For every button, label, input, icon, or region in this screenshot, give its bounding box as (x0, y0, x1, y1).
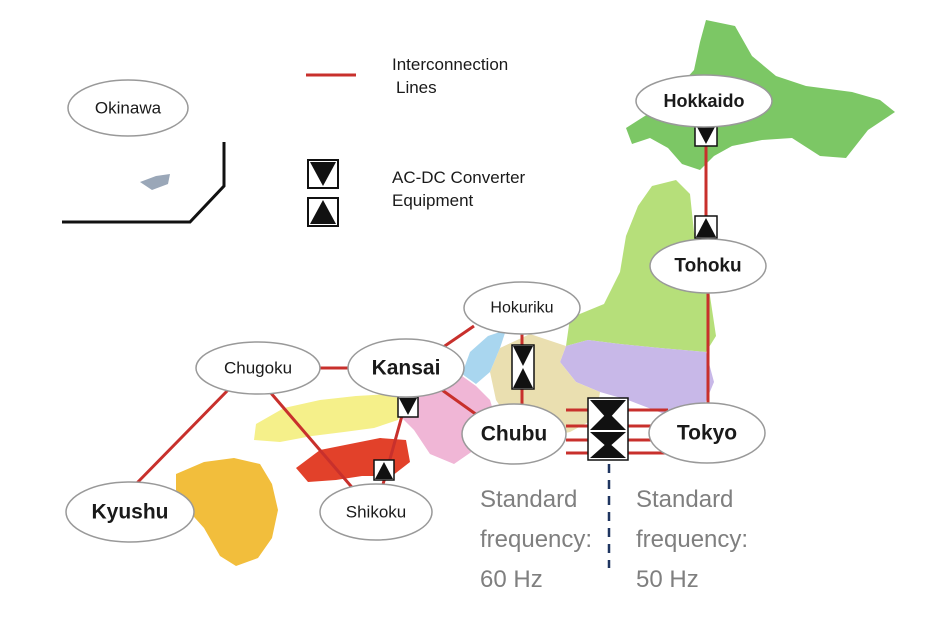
node-tohoku: Tohoku (649, 238, 767, 294)
node-shikoku-label: Shikoku (346, 503, 406, 522)
node-chugoku: Chugoku (195, 341, 321, 395)
legend-lines-label: Interconnection Lines (392, 54, 508, 100)
tohoku-land (566, 180, 716, 352)
frequency-east-label: Standard frequency: 50 Hz (636, 480, 748, 600)
node-hokuriku-label: Hokuriku (490, 300, 553, 317)
frequency-west-line3: 60 Hz (480, 566, 543, 593)
chugoku-land (254, 394, 404, 442)
node-chubu-label: Chubu (481, 423, 547, 446)
node-hokuriku: Hokuriku (463, 281, 581, 335)
node-hokkaido: Hokkaido (635, 74, 773, 128)
legend-converter-label-line1: AC-DC Converter (392, 168, 526, 187)
legend-lines-label-line1: Interconnection (392, 55, 509, 74)
legend-converter-label-line2: Equipment (392, 190, 474, 210)
frequency-west-label: Standard frequency: 60 Hz (480, 480, 592, 600)
node-chubu: Chubu (461, 403, 567, 465)
line-chugoku-shikoku (268, 391, 358, 493)
node-hokkaido-label: Hokkaido (663, 91, 744, 111)
frequency-west-line2: frequency: (480, 526, 593, 553)
node-okinawa: Okinawa (67, 79, 189, 137)
tokyo-land (560, 340, 714, 420)
converter-chubu-tokyo (587, 397, 629, 461)
node-shikoku: Shikoku (319, 483, 433, 541)
kyushu-land (176, 458, 278, 566)
region-labels: Okinawa Hokkaido Tohoku Hokuriku Chugoku… (65, 74, 773, 543)
node-kansai-label: Kansai (372, 357, 441, 380)
legend-converter-symbol (307, 159, 339, 227)
okinawa-islands (140, 174, 170, 190)
converter-kansai-shikoku-upper (397, 396, 419, 418)
node-tokyo-label: Tokyo (677, 422, 737, 445)
converter-kansai-shikoku-lower (373, 459, 395, 481)
node-kyushu-label: Kyushu (91, 501, 168, 524)
okinawa-inset-border (62, 142, 226, 224)
legend-lines-label-line2: Lines (396, 77, 437, 97)
node-kansai: Kansai (347, 338, 465, 398)
converter-tohoku (694, 215, 718, 239)
line-chugoku-kyushu (132, 386, 232, 488)
node-okinawa-label: Okinawa (95, 99, 162, 118)
frequency-east-line1: Standard (636, 486, 734, 513)
legend-converter-label: AC-DC Converter Equipment (392, 167, 525, 213)
frequency-east-line2: frequency: (636, 526, 749, 553)
node-kyushu: Kyushu (65, 481, 195, 543)
node-tohoku-label: Tohoku (674, 256, 741, 277)
node-tokyo: Tokyo (648, 402, 766, 464)
node-chugoku-label: Chugoku (224, 359, 292, 378)
frequency-west-line1: Standard (480, 486, 578, 513)
hokuriku-land (462, 330, 506, 384)
converter-hokuriku-chubu (511, 344, 535, 390)
frequency-east-line3: 50 Hz (636, 566, 699, 593)
